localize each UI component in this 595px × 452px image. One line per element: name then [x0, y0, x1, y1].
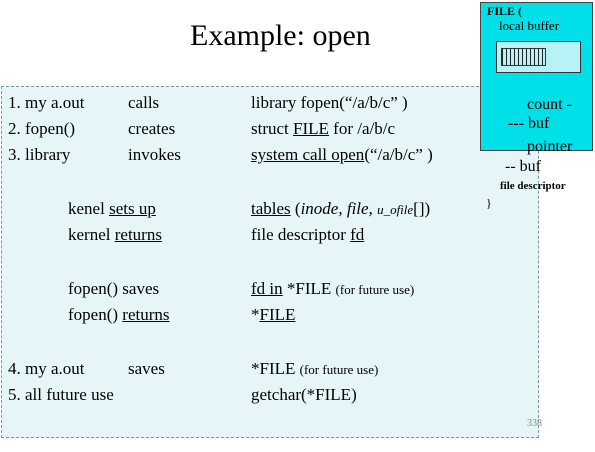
row1-object: library fopen(“/a/b/c” ) — [251, 93, 408, 112]
row2-object: struct FILE for /a/b/c — [251, 119, 396, 138]
row3-object: system call open(“/a/b/c” ) — [251, 145, 433, 164]
row4-object: tables (inode, file, u_ofile[]) — [251, 199, 431, 218]
row2-subject: 2. fopen() — [8, 119, 76, 138]
page-number: 338 — [527, 418, 542, 429]
row3-verb: invokes — [128, 145, 181, 164]
row2-verb: creates — [128, 119, 176, 138]
row8-object: *FILE (for future use) — [251, 359, 379, 378]
pointer-label: pointer — [527, 138, 573, 155]
row7-subject: fopen() returns — [68, 305, 170, 324]
local-buffer-diagram — [496, 41, 581, 73]
row8-subject: 4. my a.out — [8, 359, 85, 378]
buf2-label: -- buf — [505, 158, 541, 175]
buffer-fill — [501, 48, 546, 66]
content-panel — [1, 86, 539, 438]
row7-object: *FILE — [251, 305, 296, 324]
slide-title: Example: open — [190, 19, 371, 52]
local-buffer-label: local buffer — [499, 18, 560, 33]
buf-label: --- buf — [508, 115, 550, 132]
file-descriptor-label: file descriptor — [500, 180, 566, 192]
row5-subject: kernel returns — [68, 225, 162, 244]
row6-object: fd in *FILE (for future use) — [251, 279, 415, 298]
row1-verb: calls — [128, 93, 160, 112]
row6-subject: fopen() saves — [68, 279, 160, 298]
file-struct-title: FILE ( — [487, 4, 523, 18]
count-label: count - — [527, 96, 572, 113]
closing-brace: } — [486, 196, 492, 210]
file-struct-box: FILE ( local buffer count - --- buf poin… — [480, 2, 593, 155]
row3-subject: 3. library — [8, 145, 71, 164]
row5-object: file descriptor fd — [251, 225, 365, 244]
row8-verb: saves — [128, 359, 165, 378]
row9-object: getchar(*FILE) — [251, 385, 357, 404]
row9-subject: 5. all future use — [8, 385, 114, 404]
row1-subject: 1. my a.out — [8, 93, 85, 112]
row4-subject: kenel sets up — [68, 199, 156, 218]
